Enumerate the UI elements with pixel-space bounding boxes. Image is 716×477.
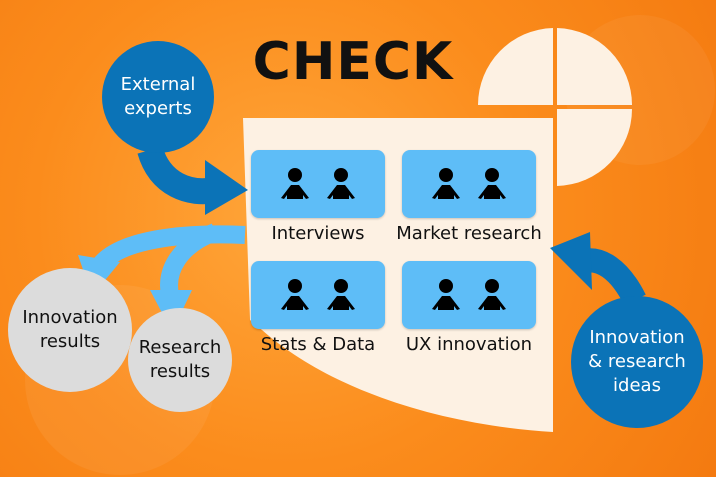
person-icon [327,279,355,310]
arrow-ideas-in [550,232,646,306]
person-icon [281,168,309,199]
innovation-results-label: Innovation results [22,307,118,352]
person-icon [432,279,460,310]
external-experts-label: External experts [120,74,196,119]
research-results-label: Research results [138,337,222,382]
research-results-circle: Research results [128,308,232,412]
people-icon [428,166,510,202]
page-title: CHECK [0,32,716,92]
people-icon [428,277,510,313]
person-icon [281,279,309,310]
method-box-1 [402,150,536,218]
method-box-2 [251,261,385,329]
person-icon [432,168,460,199]
people-icon [277,166,359,202]
external-experts-circle: External experts [102,41,214,153]
arrow-external-in [137,145,248,215]
method-box-3 [402,261,536,329]
method-label: Stats & Data [260,334,376,355]
person-icon [478,168,506,199]
pie-quadrant-icon [478,28,632,186]
people-icon [277,277,359,313]
ideas-circle: Innovation & research ideas [571,296,703,428]
title-text: CHECK [252,32,454,92]
innovation-results-circle: Innovation results [8,268,132,392]
ideas-label: Innovation & research ideas [588,327,686,396]
person-icon [327,168,355,199]
method-label: Interviews [271,223,365,244]
method-label: Market research [396,223,542,244]
method-label: UX innovation [405,334,533,355]
person-icon [478,279,506,310]
method-box-0 [251,150,385,218]
